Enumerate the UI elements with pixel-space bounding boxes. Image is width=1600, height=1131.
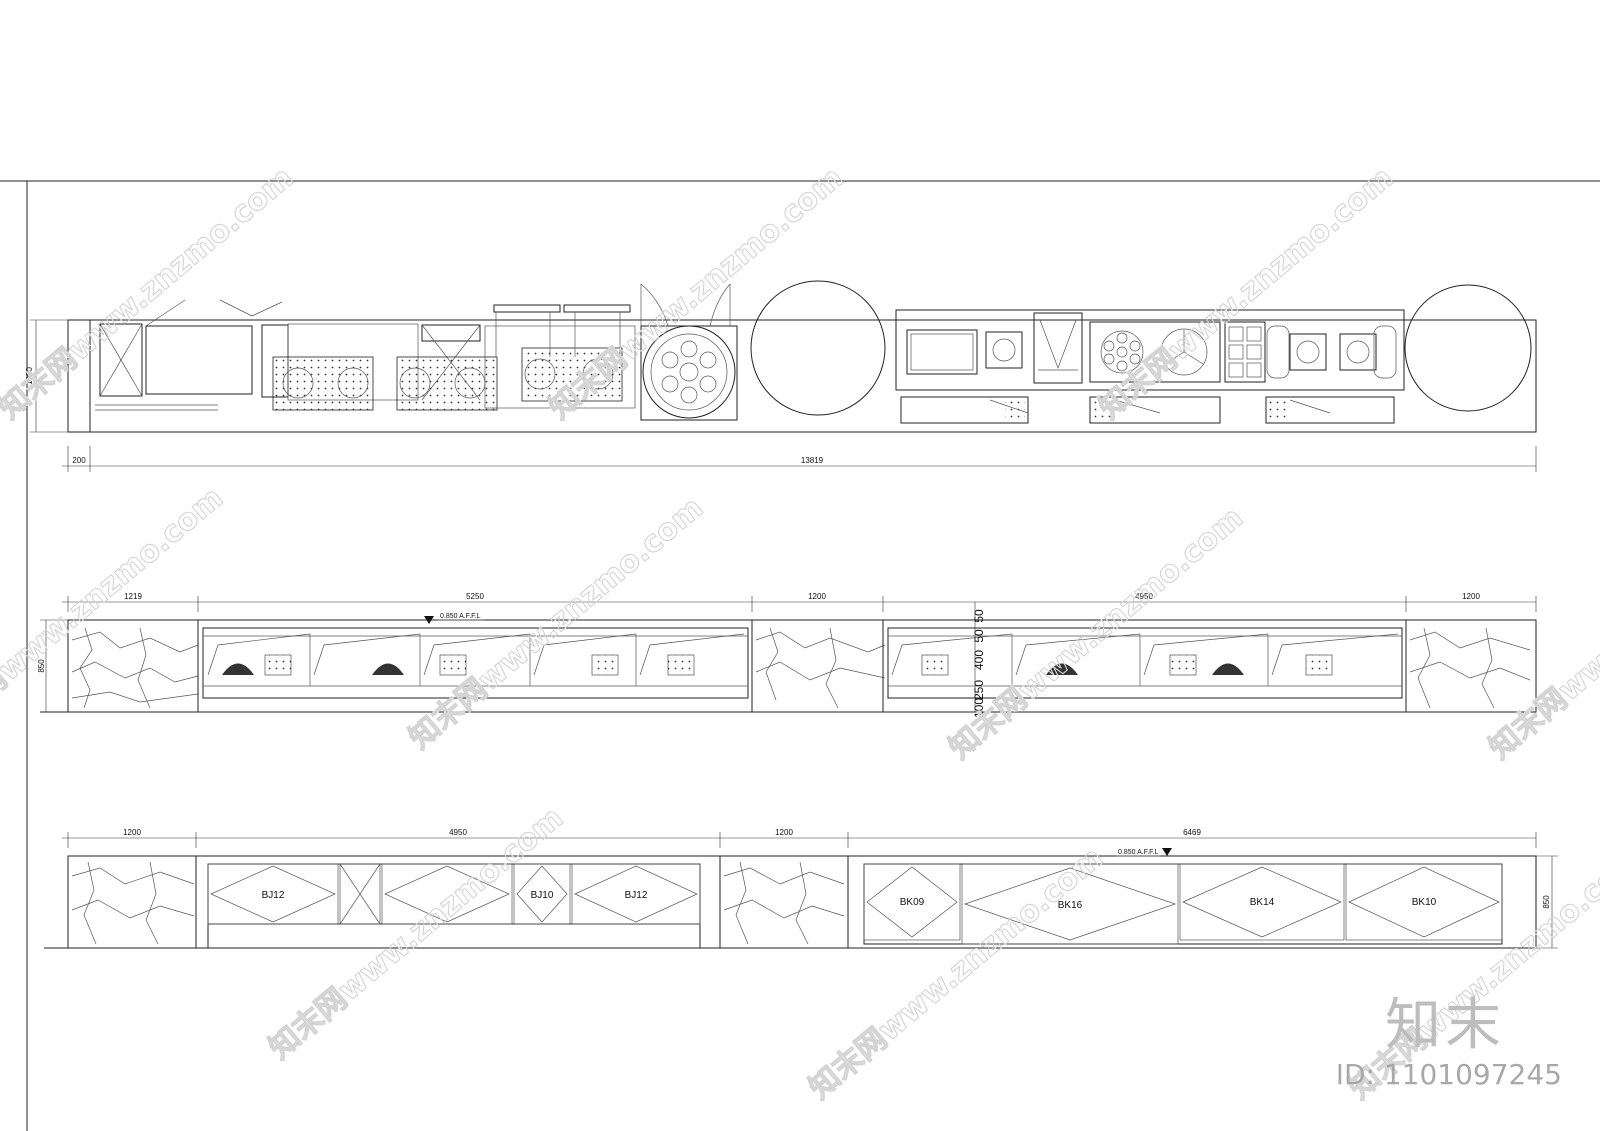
front-dimensions <box>40 596 1537 712</box>
plan-offset-dim: 200 <box>72 456 86 465</box>
watermark-text: 知末网www.znzmo.com <box>0 160 300 426</box>
watermark-layer: 知末网www.znzmo.com 知末网www.znzmo.com 知末网www… <box>0 160 1600 1107</box>
stone-texture <box>71 627 1531 709</box>
front-vdim-3: 400 <box>972 650 986 670</box>
watermark-text: 知末网www.znzmo.com <box>543 160 850 426</box>
chafing-dishes <box>222 654 1333 676</box>
watermark-text: 知末网www.znzmo.com <box>263 800 570 1066</box>
watermark-text: 知末网www.znzmo.com <box>943 500 1250 766</box>
panel-label-bj12-b: BJ12 <box>625 890 648 901</box>
rear-height-dim: 850 <box>1542 895 1551 909</box>
panel-label-bj10: BJ10 <box>531 890 554 901</box>
panel-label-bk09: BK09 <box>900 897 925 908</box>
watermark-text: 知末网www.znzmo.com <box>403 490 710 756</box>
front-level-label: 0.850 A.F.F.L <box>440 613 481 620</box>
plan-view: 1050 200 13819 <box>25 280 1537 472</box>
front-vdim-1: 50 <box>972 609 986 623</box>
brand-logo-text: 知末 <box>1385 993 1505 1058</box>
panel-label-bk14: BK14 <box>1250 897 1275 908</box>
front-dim-1: 1219 <box>124 592 142 601</box>
watermark-text: 知末网www.znzmo.com <box>0 480 230 746</box>
rear-dimensions <box>62 832 1558 949</box>
front-dim-3: 1200 <box>808 592 826 601</box>
drawing-id-label: ID: 1101097245 <box>1335 1058 1562 1091</box>
rear-dim-4: 6469 <box>1183 828 1201 837</box>
front-dim-4: 4950 <box>1135 592 1153 601</box>
rear-dim-2: 4950 <box>449 828 467 837</box>
plan-length-dim: 13819 <box>801 456 824 465</box>
plan-height-dim: 1050 <box>25 367 34 385</box>
panel-label-bj12-a: BJ12 <box>262 890 285 901</box>
rear-dim-3: 1200 <box>775 828 793 837</box>
plan-dimensions <box>30 319 1537 472</box>
sheet-frame <box>0 180 1600 1131</box>
front-elevation: 0.850 A.F.F.L 50 50 400 250 100 1219 525… <box>37 592 1537 718</box>
level-marker <box>424 616 434 624</box>
rear-stone-texture <box>71 861 845 945</box>
front-bays <box>207 633 1399 686</box>
front-vdim-4: 250 <box>972 680 986 700</box>
front-dim-5: 1200 <box>1462 592 1480 601</box>
rear-elevation: BJ12 BJ10 BJ12 BK09 BK16 BK14 BK10 0.850… <box>44 828 1558 949</box>
rear-level-marker <box>1162 848 1172 856</box>
front-vdim-5: 100 <box>972 698 986 718</box>
panel-label-bk10: BK10 <box>1412 897 1437 908</box>
rear-dim-1: 1200 <box>123 828 141 837</box>
watermark-text: 知末网www.znzmo.com <box>1093 160 1400 426</box>
panel-label-bk16: BK16 <box>1058 900 1083 911</box>
front-vdim-2: 50 <box>972 629 986 643</box>
watermark-text: 知末网www.znzmo.com <box>1483 500 1600 766</box>
front-height-dim: 850 <box>37 659 46 673</box>
front-dim-2: 5250 <box>466 592 484 601</box>
rear-level-label: 0.850 A.F.F.L <box>1118 849 1159 856</box>
watermark-text: 知末网www.znzmo.com <box>803 840 1110 1106</box>
